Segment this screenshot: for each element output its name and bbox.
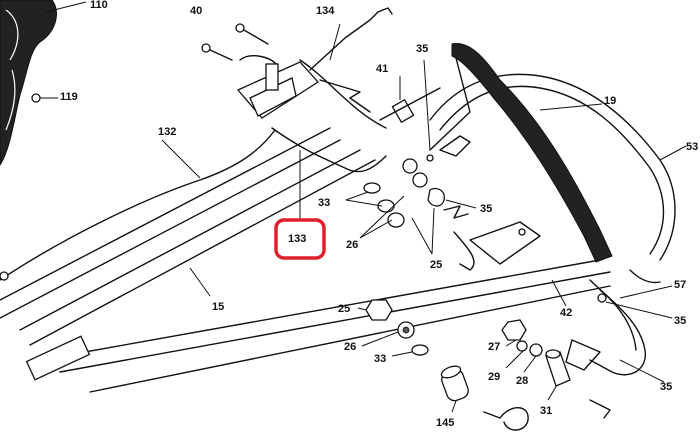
callout-labels: 110 40 134 35 119 41 19 53 132 33 35 26 … [60, 0, 698, 429]
callout-19: 19 [604, 95, 616, 107]
callout-42: 42 [560, 307, 572, 319]
control-lever-assembly [236, 7, 393, 119]
right-bracket [565, 279, 646, 376]
callout-15: 15 [212, 301, 224, 313]
callout-133: 133 [288, 233, 306, 245]
cable-132 [0, 129, 276, 281]
engine-housing [0, 0, 57, 166]
callout-33-upper: 33 [318, 197, 330, 209]
callout-25-upper: 25 [430, 259, 442, 271]
callout-26-lower: 26 [344, 341, 356, 353]
bracket-41 [379, 87, 441, 124]
upper-handle [429, 43, 676, 284]
callout-25-lower: 25 [338, 303, 350, 315]
bolt-40 [201, 23, 269, 61]
callout-40: 40 [190, 5, 202, 17]
callout-134: 134 [316, 5, 335, 17]
callout-31: 31 [540, 405, 552, 417]
fastener-cluster-right [501, 319, 571, 387]
callout-57: 57 [674, 279, 686, 291]
callout-35-upper: 35 [416, 43, 428, 55]
callout-132: 132 [158, 126, 176, 138]
callout-27: 27 [488, 341, 500, 353]
fastener-cluster-lower [357, 299, 429, 357]
callout-35-lower: 35 [660, 381, 672, 393]
callout-145: 145 [436, 417, 454, 429]
callout-29: 29 [488, 371, 500, 383]
spacer-145 [440, 365, 611, 431]
callout-33-lower: 33 [374, 353, 386, 365]
callout-110: 110 [90, 0, 108, 11]
callout-26-upper: 26 [346, 239, 358, 251]
leader-lines [161, 23, 687, 413]
callout-41: 41 [376, 63, 388, 75]
highlight-box-133 [274, 218, 326, 260]
callout-119: 119 [60, 91, 78, 103]
cable-133 [271, 127, 387, 173]
lower-handle-rails [0, 127, 611, 393]
callout-28: 28 [516, 375, 528, 387]
callout-53: 53 [686, 141, 698, 153]
callout-35-right: 35 [674, 315, 686, 327]
fastener-cluster-upper [363, 135, 541, 271]
callout-35-mid: 35 [480, 203, 492, 215]
